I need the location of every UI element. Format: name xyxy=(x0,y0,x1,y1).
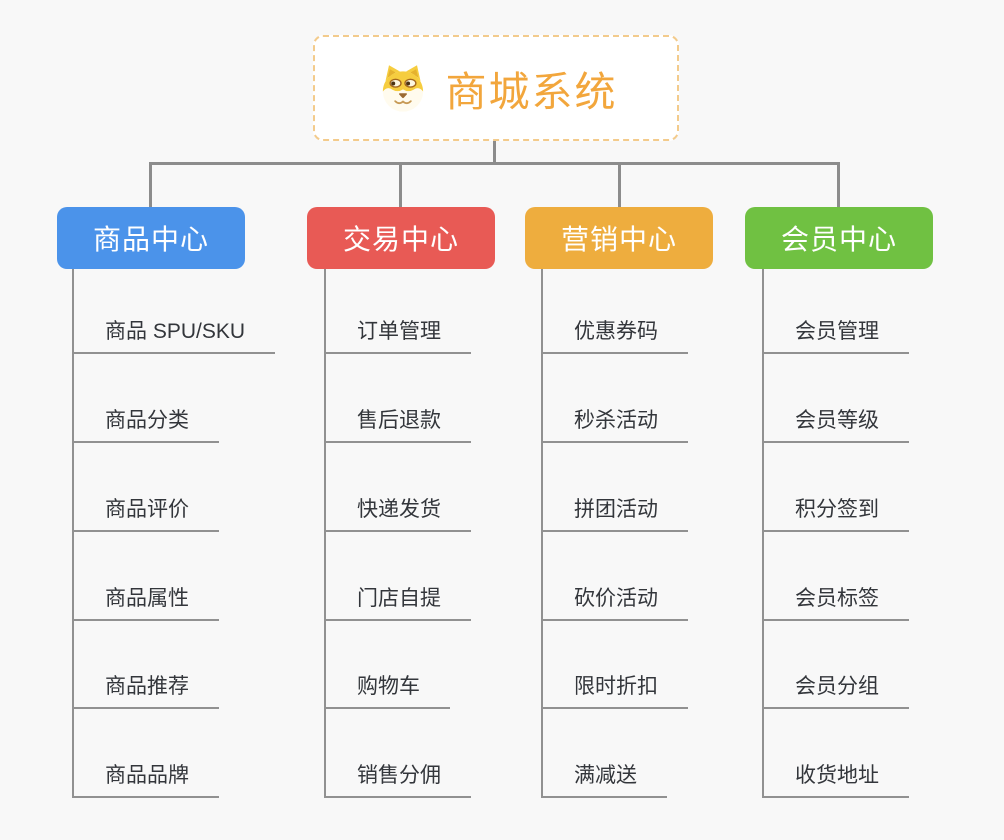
leaf-item[interactable]: 会员管理 xyxy=(764,265,909,354)
leaf-item[interactable]: 订单管理 xyxy=(326,265,471,354)
leaf-item[interactable]: 售后退款 xyxy=(326,354,471,443)
leaf-item[interactable]: 商品评价 xyxy=(74,443,219,532)
branch-node-product-center[interactable]: 商品中心 xyxy=(57,207,245,269)
leaf-item[interactable]: 快递发货 xyxy=(326,443,471,532)
leaf-item[interactable]: 砍价活动 xyxy=(543,532,688,621)
branch-node-marketing-center[interactable]: 营销中心 xyxy=(525,207,713,269)
leaf-item[interactable]: 收货地址 xyxy=(764,709,909,799)
branch-node-trade-center[interactable]: 交易中心 xyxy=(307,207,495,269)
branch-children-product: 商品 SPU/SKU 商品分类 商品评价 商品属性 商品推荐 商品品牌 xyxy=(72,265,276,799)
leaf-item[interactable]: 会员标签 xyxy=(764,532,909,621)
leaf-item[interactable]: 商品推荐 xyxy=(74,621,219,710)
root-title: 商城系统 xyxy=(445,69,618,115)
connector-horizontal-line xyxy=(150,162,840,165)
leaf-item[interactable]: 拼团活动 xyxy=(543,443,688,532)
connector-root-stub xyxy=(493,141,496,164)
leaf-item[interactable]: 销售分佣 xyxy=(326,709,471,799)
branch-children-member: 会员管理 会员等级 积分签到 会员标签 会员分组 收货地址 xyxy=(762,265,909,799)
leaf-item[interactable]: 商品 SPU/SKU xyxy=(74,265,276,354)
connector-stub-member xyxy=(837,162,840,208)
branch-children-marketing: 优惠券码 秒杀活动 拼团活动 砍价活动 限时折扣 满减送 xyxy=(541,265,688,799)
leaf-item[interactable]: 满减送 xyxy=(543,709,667,799)
leaf-item[interactable]: 商品分类 xyxy=(74,354,219,443)
connector-stub-trade xyxy=(399,162,402,208)
branch-children-trade: 订单管理 售后退款 快递发货 门店自提 购物车 销售分佣 xyxy=(324,265,471,799)
leaf-item[interactable]: 门店自提 xyxy=(326,532,471,621)
leaf-item[interactable]: 会员等级 xyxy=(764,354,909,443)
leaf-item[interactable]: 秒杀活动 xyxy=(543,354,688,443)
root-node[interactable]: 商城系统 xyxy=(313,35,679,141)
leaf-item[interactable]: 优惠券码 xyxy=(543,265,688,354)
connector-stub-product xyxy=(149,162,152,208)
leaf-item[interactable]: 限时折扣 xyxy=(543,621,688,710)
leaf-item[interactable]: 积分签到 xyxy=(764,443,909,532)
leaf-item[interactable]: 会员分组 xyxy=(764,621,909,710)
branch-node-member-center[interactable]: 会员中心 xyxy=(745,207,933,269)
leaf-item[interactable]: 商品品牌 xyxy=(74,709,219,799)
doge-icon xyxy=(382,65,423,112)
leaf-item[interactable]: 购物车 xyxy=(326,621,450,710)
leaf-item[interactable]: 商品属性 xyxy=(74,532,219,621)
connector-stub-marketing xyxy=(618,162,621,208)
